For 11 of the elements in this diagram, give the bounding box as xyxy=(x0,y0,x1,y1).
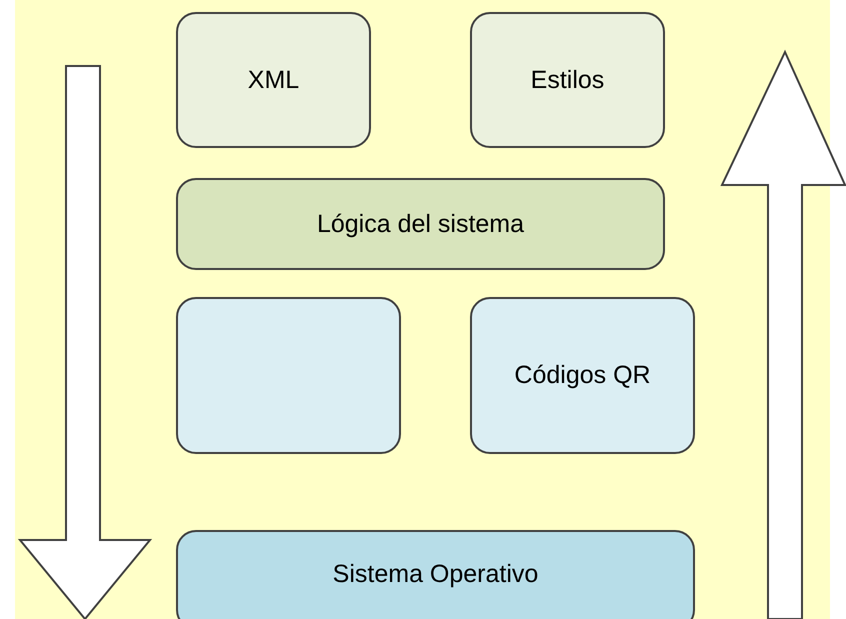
layer-box xyxy=(176,178,665,270)
layer-label: Sistema Operativo xyxy=(332,560,538,589)
layer-box xyxy=(176,530,695,619)
layer-box xyxy=(176,297,401,454)
layer-box xyxy=(176,12,371,148)
layer-label: Códigos QR xyxy=(514,361,651,390)
layer-label: Lógica del sistema xyxy=(316,210,524,238)
layer-box xyxy=(470,12,665,148)
layer-box xyxy=(470,297,695,454)
layer-label: Estilos xyxy=(530,66,604,94)
layer-label: XML xyxy=(248,66,300,94)
